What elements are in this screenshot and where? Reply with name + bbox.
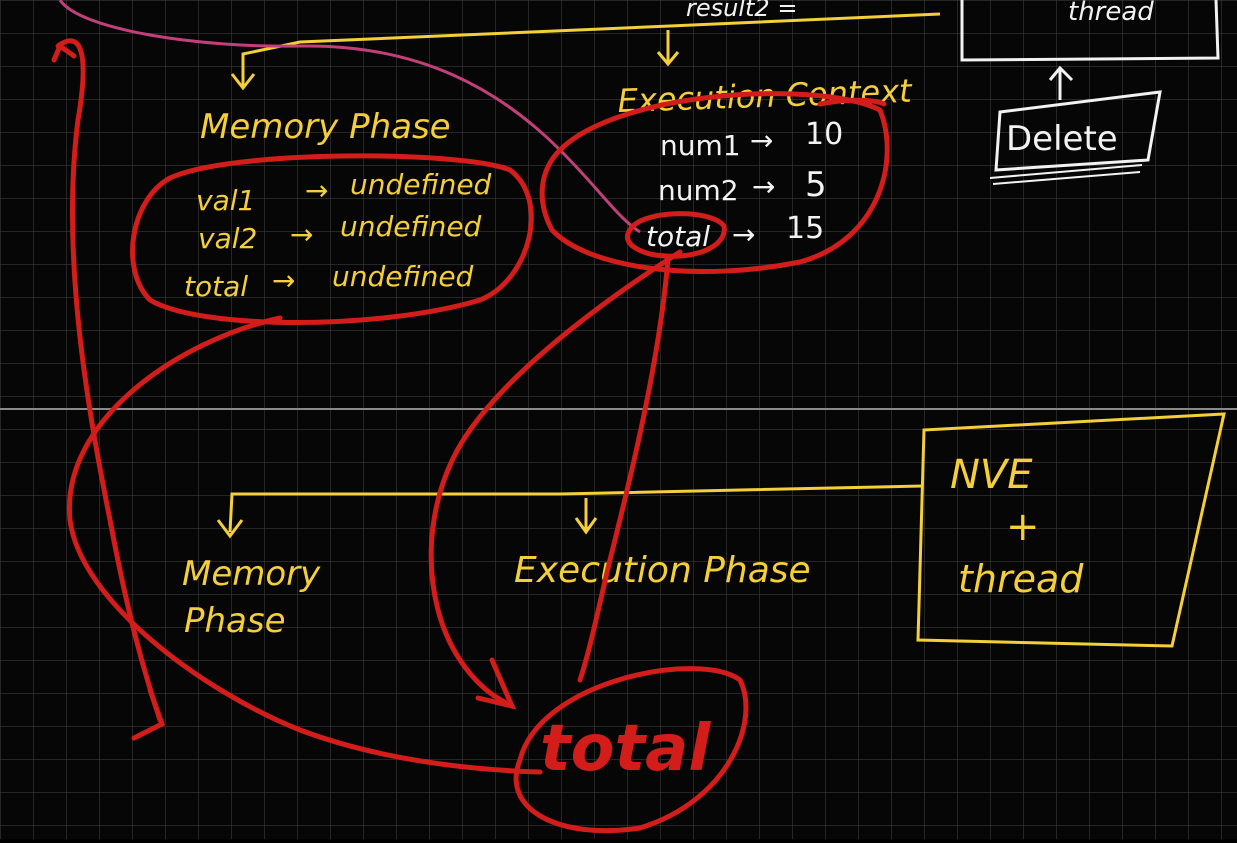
memory-row-arrow: → (290, 218, 313, 251)
memory-row-name: val1 (196, 184, 255, 217)
connector-to-execution-phase (574, 498, 598, 535)
memory-phase-bottom-line2: Phase (184, 601, 286, 641)
memory-row-value: undefined (350, 168, 492, 201)
context-row-name: num1 (660, 129, 741, 162)
memory-row-value: undefined (332, 260, 474, 293)
memory-row-value: undefined (340, 210, 482, 243)
memory-phase-title: Memory Phase (200, 107, 451, 147)
delete-box: Delete (989, 90, 1162, 185)
execution-context-rows: num1 → 10 num2 → 5 total → 15 (646, 117, 843, 253)
context-row-name: num2 (658, 174, 739, 207)
nve-thread: thread (958, 557, 1084, 601)
up-arrow-icon (1048, 65, 1074, 100)
memory-phase-ellipse (130, 153, 534, 325)
total-to-bottom-curve (428, 249, 683, 709)
memory-to-total-curve (66, 315, 543, 775)
context-row-value: 15 (786, 211, 824, 246)
memory-row-arrow: → (305, 174, 328, 207)
total-down-line (577, 255, 671, 683)
result-fragment-text: result2 = (686, 0, 797, 22)
curve-arrow-head-icon (475, 657, 517, 710)
thread-fragment-text: thread (1068, 0, 1154, 27)
delete-label: Delete (1006, 119, 1118, 159)
context-row-value: 10 (805, 117, 843, 152)
thread-box-outline (960, 0, 1220, 62)
context-row-value: 5 (805, 165, 827, 205)
context-row-name: total (646, 220, 710, 253)
nve-box: NVE + thread (916, 412, 1226, 648)
memory-row-arrow: → (272, 264, 295, 297)
red-annotations (51, 38, 890, 834)
memory-row-name: total (184, 270, 248, 303)
execution-context-ellipse (539, 91, 890, 274)
connector-to-memory-phase (230, 12, 941, 91)
nve-plus: + (1006, 504, 1040, 550)
memory-phase-bottom-line1: Memory (182, 554, 321, 594)
total-ellipse (625, 211, 727, 259)
pink-connector-line (58, 0, 641, 234)
execution-phase-label: Execution Phase (514, 550, 811, 591)
memory-row-name: val2 (198, 222, 257, 255)
context-row-arrow: → (732, 218, 755, 251)
memory-phase-rows: val1 → undefined val2 → undefined total … (184, 168, 492, 303)
bottom-total-ellipse (513, 666, 749, 834)
nve-label: NVE (950, 452, 1033, 498)
connector-bottom (216, 484, 923, 539)
bottom-total-label: total (540, 712, 711, 786)
left-arrow-head-icon (131, 687, 166, 741)
connector-to-execution-context (656, 30, 680, 67)
context-row-arrow: → (752, 170, 775, 203)
context-row-arrow: → (750, 124, 773, 157)
